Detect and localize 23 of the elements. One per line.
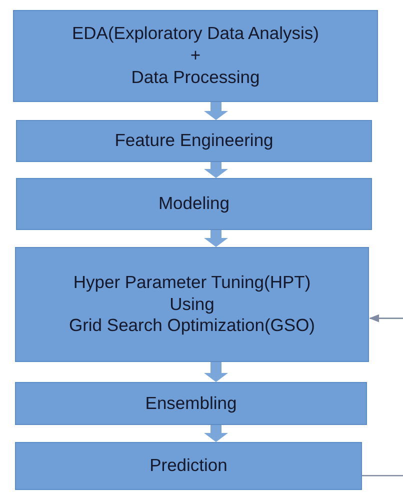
process-box [15,247,369,362]
arrow [204,162,228,178]
process-box [13,10,378,102]
process-box [16,120,372,162]
box-label: EDA(Exploratory Data Analysis) [72,23,320,46]
box-label: Modeling [158,193,230,215]
process-box [16,178,372,230]
box-label: Ensembling [145,392,237,414]
arrow [204,230,228,247]
box-label: Feature Engineering [114,130,274,152]
arrow [369,314,403,322]
box-label: Data Processing [131,66,260,89]
box-label: Hyper Parameter Tuning(HPT) [73,272,311,294]
arrow [204,425,228,442]
box-label: + [190,45,201,67]
process-box [15,382,367,425]
process-box [15,442,362,490]
box-label: Using [170,294,214,316]
box-label: Grid Search Optimization(GSO) [68,315,316,338]
arrow [204,102,228,120]
connector-line [362,474,403,476]
arrow [204,362,228,382]
box-label: Prediction [150,455,228,477]
